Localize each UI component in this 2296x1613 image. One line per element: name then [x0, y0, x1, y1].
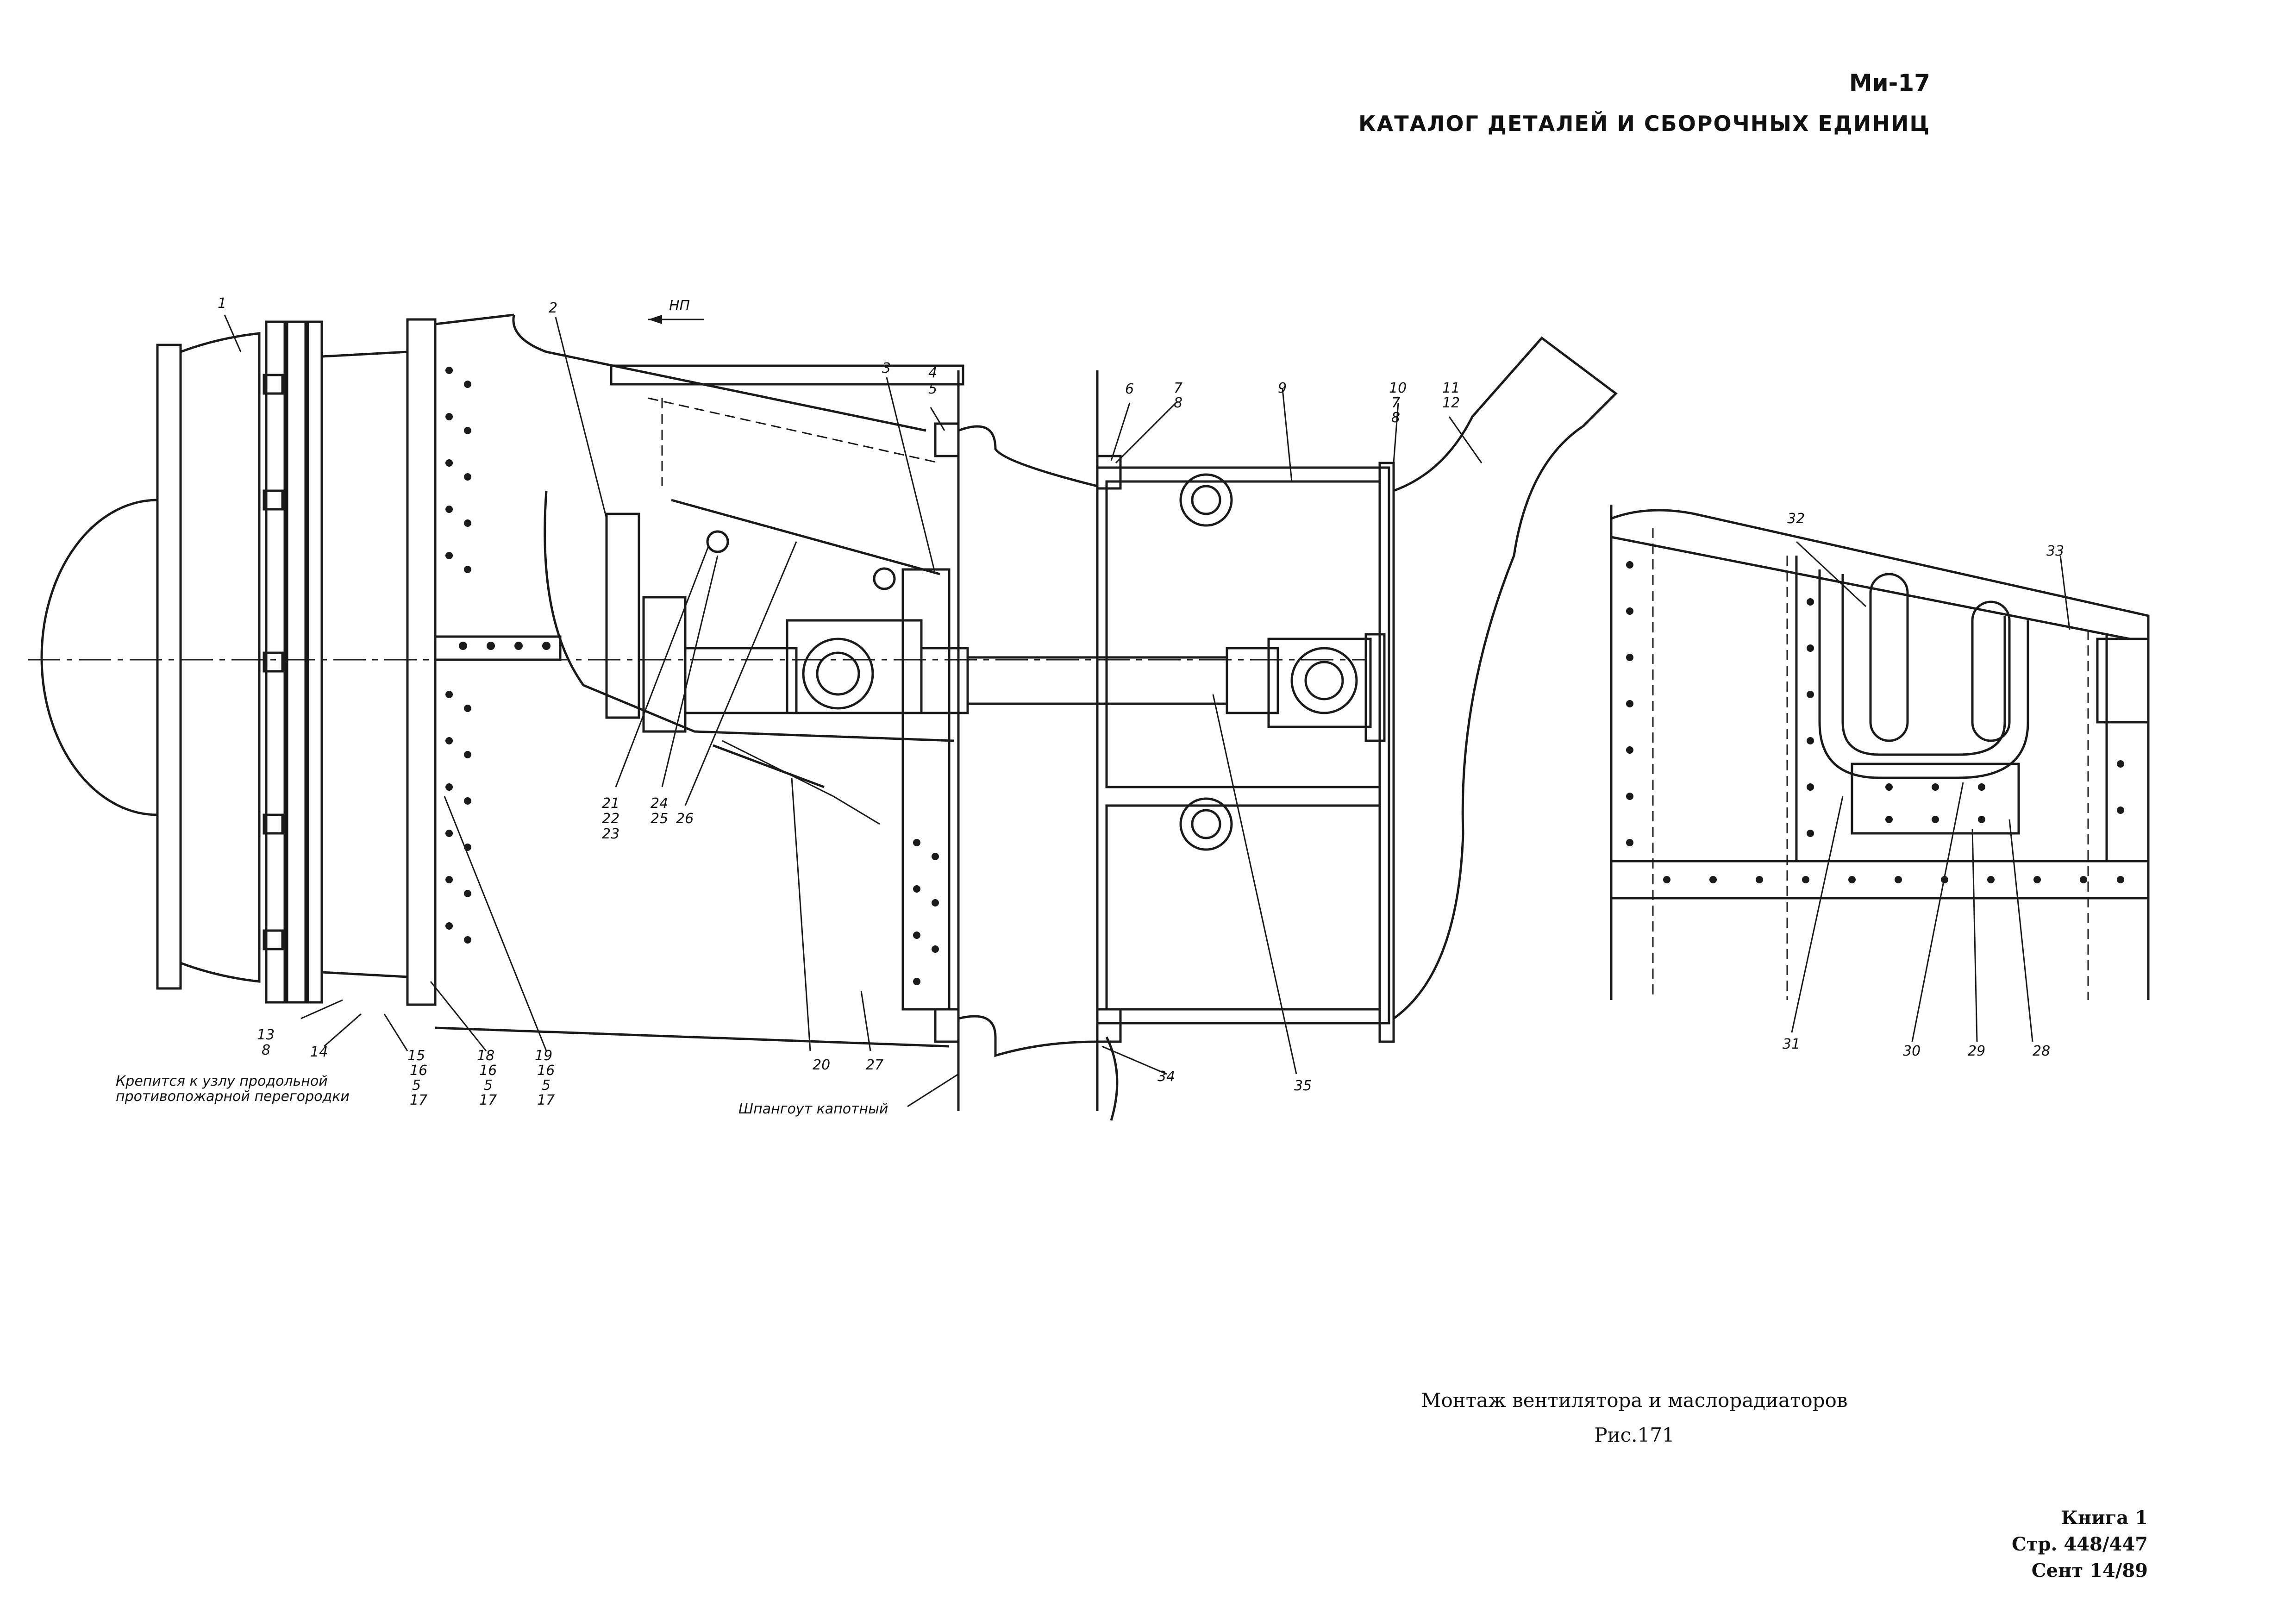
- callout-labels: 1 2 3 4 5 6 7 8 9 10 7 8 11 12 13 8 14 1…: [116, 295, 2064, 1117]
- callout-31: 31: [1783, 1036, 1800, 1052]
- callout-27: 27: [866, 1057, 883, 1073]
- callout-2: 2: [549, 300, 557, 316]
- callout-15: 15: [407, 1048, 425, 1064]
- callout-3: 3: [882, 360, 891, 376]
- callout-18: 18: [477, 1048, 494, 1064]
- frame-note: Шпангоут капотный: [738, 1101, 888, 1117]
- figure-number: Рис.171: [1594, 1424, 1675, 1446]
- footer-date: Сент 14/89: [2031, 1560, 2148, 1582]
- callout-21: 21: [602, 795, 619, 812]
- callout-8: 8: [1174, 395, 1182, 411]
- footer-page: Стр. 448/447: [2011, 1533, 2148, 1555]
- callout-22: 22: [602, 811, 619, 827]
- fan-assembly: [40, 320, 408, 1004]
- attach-note-line2: противопожарной перегородки: [116, 1088, 350, 1105]
- callout-13: 13: [257, 1027, 275, 1043]
- direction-label: НП: [669, 298, 690, 314]
- callout-7: 7: [1174, 380, 1182, 396]
- callout-14: 14: [310, 1044, 328, 1060]
- callout-12: 12: [1442, 395, 1460, 411]
- callout-18-5: 5: [484, 1077, 493, 1094]
- callout-19-17: 17: [537, 1092, 555, 1108]
- callout-24: 24: [651, 795, 668, 812]
- cross-strip: [434, 635, 562, 661]
- header-model: Ми-17: [1849, 69, 1930, 96]
- duct-housing: [406, 313, 964, 1048]
- callout-33: 33: [2046, 543, 2064, 559]
- detail-view: [1610, 505, 2150, 1000]
- callout-4: 4: [928, 365, 937, 381]
- footer-book: Книга 1: [2061, 1507, 2148, 1529]
- leader-lines: [224, 314, 2071, 1107]
- callout-18-16: 16: [479, 1063, 497, 1079]
- callout-28: 28: [2033, 1043, 2050, 1059]
- oil-radiator: [1096, 462, 1395, 1043]
- attach-note-line1: Крепится к узлу продольной: [116, 1073, 328, 1089]
- callout-32: 32: [1787, 511, 1805, 527]
- callout-13-8: 8: [262, 1042, 270, 1058]
- drive-shaft: [642, 596, 1386, 742]
- callout-10: 10: [1389, 380, 1407, 396]
- callout-19-5: 5: [542, 1077, 551, 1094]
- callout-25: 25: [651, 811, 668, 827]
- callout-9: 9: [1278, 380, 1287, 396]
- callout-15-5: 5: [412, 1077, 421, 1094]
- figure-title: Монтаж вентилятора и маслорадиаторов: [1421, 1389, 1848, 1412]
- callout-30: 30: [1903, 1043, 1921, 1059]
- cowl-frame: [934, 370, 1122, 1121]
- callout-19-16: 16: [537, 1063, 555, 1079]
- callout-6: 6: [1125, 381, 1134, 397]
- callout-18-17: 17: [479, 1092, 497, 1108]
- callout-26: 26: [676, 811, 694, 827]
- callout-35: 35: [1294, 1078, 1312, 1094]
- callout-15-16: 16: [410, 1063, 427, 1079]
- callout-19: 19: [535, 1048, 552, 1064]
- callout-29: 29: [1968, 1043, 1985, 1059]
- callout-23: 23: [602, 826, 619, 842]
- fan-flange-bolts: [263, 374, 284, 950]
- callout-5: 5: [928, 381, 937, 397]
- callout-10-7: 7: [1391, 395, 1400, 411]
- callout-15-17: 17: [410, 1092, 427, 1108]
- outlet-duct: [1393, 336, 1618, 1020]
- callout-1: 1: [218, 295, 226, 312]
- callout-10-8: 8: [1391, 410, 1400, 426]
- callout-11: 11: [1442, 380, 1460, 396]
- header-catalog-title: КАТАЛОГ ДЕТАЛЕЙ И СБОРОЧНЫХ ЕДИНИЦ: [1358, 111, 1930, 136]
- callout-20: 20: [813, 1057, 830, 1073]
- callout-34: 34: [1157, 1069, 1175, 1085]
- duct-rivets: [445, 367, 939, 985]
- detail-rivets: [1626, 561, 2124, 883]
